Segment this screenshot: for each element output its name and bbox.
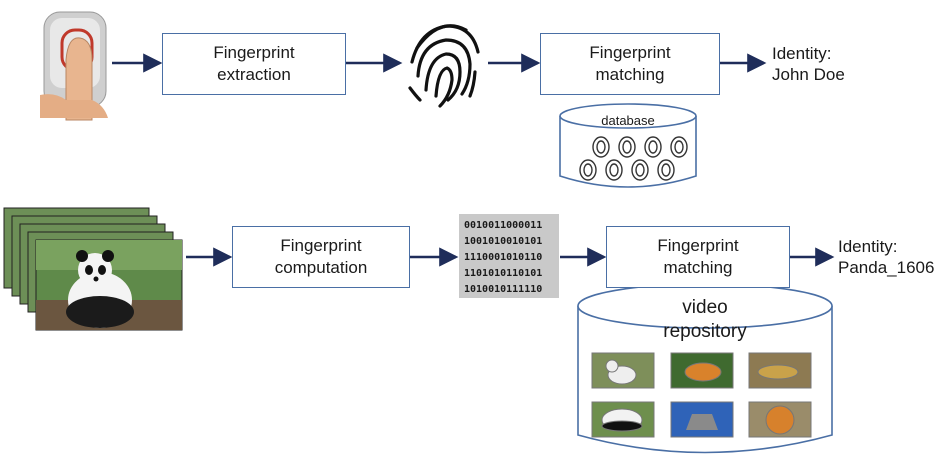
identity-value: John Doe <box>772 65 845 84</box>
computation-label-line1: Fingerprint <box>280 236 362 255</box>
identity-label: Identity: <box>838 237 898 256</box>
fingerprint-computation-box: Fingerprint computation <box>232 226 410 288</box>
repo-label-line2: repository <box>663 321 747 342</box>
identity-label: Identity: <box>772 44 832 63</box>
matching-label-line2: matching <box>663 258 733 277</box>
database-label: database <box>601 113 655 128</box>
extraction-label-line2: extraction <box>217 65 291 84</box>
repo-label-line1: video <box>682 297 728 318</box>
matching-label-line1: Fingerprint <box>589 43 671 62</box>
repository-thumbnails <box>591 352 812 438</box>
binary-fingerprint-code: 0010011000011 1001010010101 111000101011… <box>459 214 559 298</box>
video-frames-icon <box>3 207 183 331</box>
fingerprint-matching-box-2: Fingerprint matching <box>606 226 790 288</box>
database-fingerprints <box>579 136 688 181</box>
binary-row: 1110001010110 <box>464 252 543 263</box>
binary-row: 1010010111110 <box>464 284 543 295</box>
binary-row: 1001010010101 <box>464 236 543 247</box>
identity-output-1: Identity: John Doe <box>772 43 845 85</box>
video-repository-label: video repository <box>578 296 832 344</box>
identity-value: Panda_1606 <box>838 258 935 277</box>
matching-label-line2: matching <box>595 65 665 84</box>
computation-label-line2: computation <box>274 258 368 277</box>
binary-row: 0010011000011 <box>464 220 543 231</box>
matching-label-line1: Fingerprint <box>657 236 739 255</box>
fingerprint-icon <box>408 24 480 108</box>
binary-row: 1101010110101 <box>464 268 543 279</box>
fingerprint-sensor-icon <box>40 11 108 121</box>
fingerprint-matching-box-1: Fingerprint matching <box>540 33 720 95</box>
extraction-label-line1: Fingerprint <box>213 43 295 62</box>
fingerprint-extraction-box: Fingerprint extraction <box>162 33 346 95</box>
identity-output-2: Identity: Panda_1606 <box>838 236 934 278</box>
